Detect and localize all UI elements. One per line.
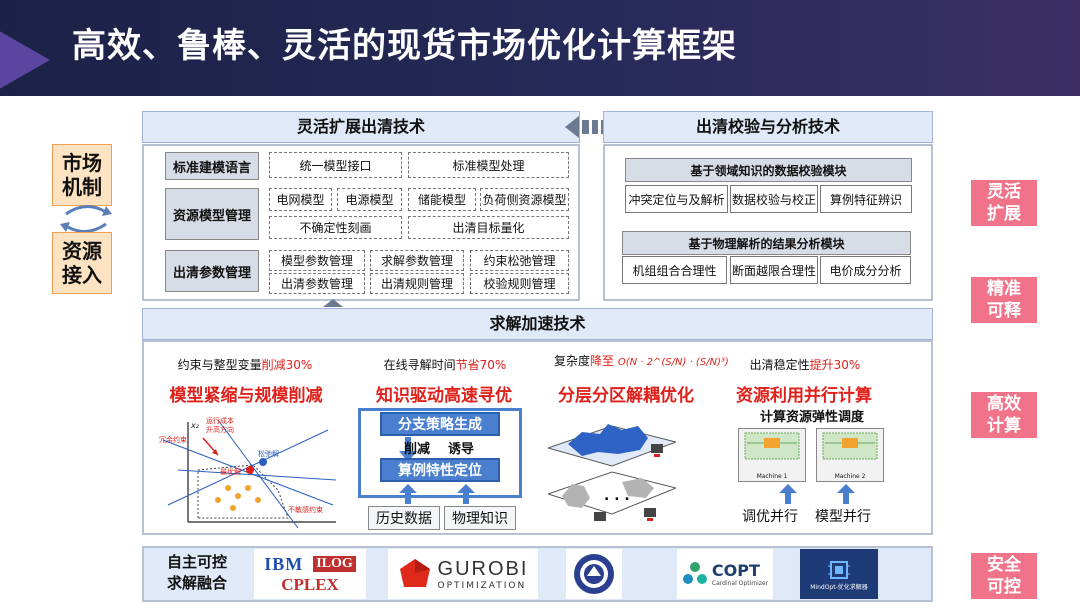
title-banner bbox=[0, 0, 1080, 96]
copt-logo: COPT Cardinal Optimizer bbox=[677, 549, 773, 599]
data-check-item: 数据校验与校正 bbox=[730, 185, 818, 213]
col4-subtitle: 出清稳定性提升30% bbox=[749, 358, 861, 372]
price-component-item: 电价成分分析 bbox=[820, 256, 911, 284]
col4-title: 资源利用并行计算 bbox=[736, 386, 872, 406]
x2-axis-label: x₂ bbox=[190, 421, 200, 430]
storage-model-item: 储能模型 bbox=[408, 188, 476, 211]
col2-subtitle: 在线寻解时间节省70% bbox=[383, 358, 507, 372]
banner-decoration bbox=[0, 20, 50, 96]
knowledge-loop-frame bbox=[358, 408, 522, 498]
redundant-constraint-label: 冗余约束 bbox=[159, 435, 187, 444]
up-arrow-col4-1-icon bbox=[778, 484, 798, 504]
down-arrow-icon bbox=[398, 437, 418, 463]
col3-subtitle: 复杂度降至 O(N · 2^(S/N) · (S/N)³) bbox=[554, 354, 729, 368]
col2-title: 知识驱动高速寻优 bbox=[376, 386, 512, 406]
market-mechanism-label: 市场 机制 bbox=[52, 144, 112, 206]
unified-interface-item: 统一模型接口 bbox=[269, 152, 402, 178]
ellipsis: . . . bbox=[604, 488, 630, 504]
clearing-rule-item: 出清规则管理 bbox=[370, 273, 464, 294]
cplex-logo: IBM ILOG CPLEX bbox=[254, 549, 366, 599]
unit-commitment-item: 机组组合合理性 bbox=[622, 256, 727, 284]
mindopt-logo: MindOpt-优化求解器 bbox=[800, 549, 878, 599]
source-model-item: 电源模型 bbox=[337, 188, 402, 211]
conflict-locate-item: 冲突定位与及解析 bbox=[625, 185, 728, 213]
clearing-param-item: 出清参数管理 bbox=[269, 273, 365, 294]
efficient-compute-tag: 高效 计算 bbox=[971, 392, 1037, 438]
standard-language-label: 标准建模语言 bbox=[165, 152, 259, 180]
model-param-item: 模型参数管理 bbox=[269, 250, 365, 271]
physics-knowledge-box: 物理知识 bbox=[444, 506, 516, 530]
col1-title: 模型紧缩与规模削减 bbox=[169, 386, 323, 406]
history-data-box: 历史数据 bbox=[368, 506, 440, 530]
uncertainty-item: 不确定性刻画 bbox=[269, 216, 402, 239]
resource-access-label: 资源 接入 bbox=[52, 232, 112, 294]
resource-model-label: 资源模型管理 bbox=[165, 188, 259, 240]
standard-model-processing-item: 标准模型处理 bbox=[408, 152, 569, 178]
gurobi-logo: GUROBI OPTIMIZATION bbox=[388, 549, 538, 599]
partition-map-top bbox=[546, 408, 678, 468]
copt-icon bbox=[682, 562, 707, 584]
cost-direction-label: 升高方向 bbox=[206, 425, 234, 434]
accel-header: 求解加速技术 bbox=[142, 308, 933, 340]
result-analysis-module-title: 基于物理解析的结果分析模块 bbox=[622, 231, 911, 255]
branch-strategy-box: 分支策略生成 bbox=[380, 412, 500, 436]
relaxed-solution-label: 松弛解 bbox=[258, 449, 279, 458]
col3-title: 分层分区解耦优化 bbox=[558, 386, 694, 406]
university-seal-logo bbox=[566, 549, 622, 599]
reduce-label: 削减 bbox=[404, 442, 431, 457]
insensitive-constraint-label: 不敏感约束 bbox=[288, 505, 323, 514]
grid-model-item: 电网模型 bbox=[269, 188, 332, 211]
model-parallel-label: 模型并行 bbox=[815, 509, 871, 525]
constraint-relax-item: 约束松弛管理 bbox=[470, 250, 569, 271]
data-verify-module-title: 基于领域知识的数据校验模块 bbox=[625, 158, 912, 182]
elastic-scheduling-label: 计算资源弹性调度 bbox=[760, 410, 865, 425]
up-arrow-small-icon-2 bbox=[456, 484, 476, 504]
page-title: 高效、鲁棒、灵活的现货市场优化计算框架 bbox=[72, 26, 737, 66]
clearing-param-label: 出清参数管理 bbox=[165, 250, 259, 292]
machine-1-box: Machine 1 bbox=[738, 428, 806, 482]
machine-2-box: Machine 2 bbox=[816, 428, 884, 482]
up-arrow-col4-2-icon bbox=[836, 484, 856, 504]
secure-controllable-tag: 安全 可控 bbox=[971, 553, 1037, 599]
feasible-region-figure: x₂ 运行成本 升高方向 冗余约束 松弛解 最优解 不敏感约束 bbox=[158, 410, 338, 530]
machine-1-label: Machine 1 bbox=[756, 473, 788, 480]
induce-label: 诱导 bbox=[448, 442, 475, 457]
case-feature-item: 算例特征辨识 bbox=[820, 185, 912, 213]
tuning-parallel-label: 调优并行 bbox=[742, 509, 798, 525]
up-arrow-small-icon bbox=[398, 484, 418, 504]
partition-map-bottom bbox=[546, 468, 678, 530]
precise-interpretable-tag: 精准 可释 bbox=[971, 277, 1037, 323]
chip-icon bbox=[828, 560, 850, 579]
cost-label: 运行成本 bbox=[206, 416, 234, 425]
solver-fusion-label: 自主可控 求解融合 bbox=[166, 553, 227, 592]
load-resource-model-item: 负荷侧资源模型 bbox=[480, 188, 569, 211]
section-limit-item: 断面越限合理性 bbox=[730, 256, 818, 284]
case-feature-box: 算例特性定位 bbox=[380, 458, 500, 482]
flex-extension-header: 灵活扩展出清技术 bbox=[142, 111, 580, 143]
solve-param-item: 求解参数管理 bbox=[370, 250, 464, 271]
col1-subtitle: 约束与整型变量削减30% bbox=[177, 358, 313, 372]
gurobi-icon bbox=[399, 559, 430, 587]
verify-header: 出清校验与分析技术 bbox=[603, 111, 933, 143]
verify-rule-item: 校验规则管理 bbox=[470, 273, 569, 294]
machine-2-label: Machine 2 bbox=[834, 473, 866, 480]
cycle-arrows-icon bbox=[56, 198, 116, 238]
optimal-solution-label: 最优解 bbox=[220, 467, 241, 476]
flexible-extension-tag: 灵活 扩展 bbox=[971, 180, 1037, 226]
objective-quantify-item: 出清目标量化 bbox=[408, 216, 569, 239]
